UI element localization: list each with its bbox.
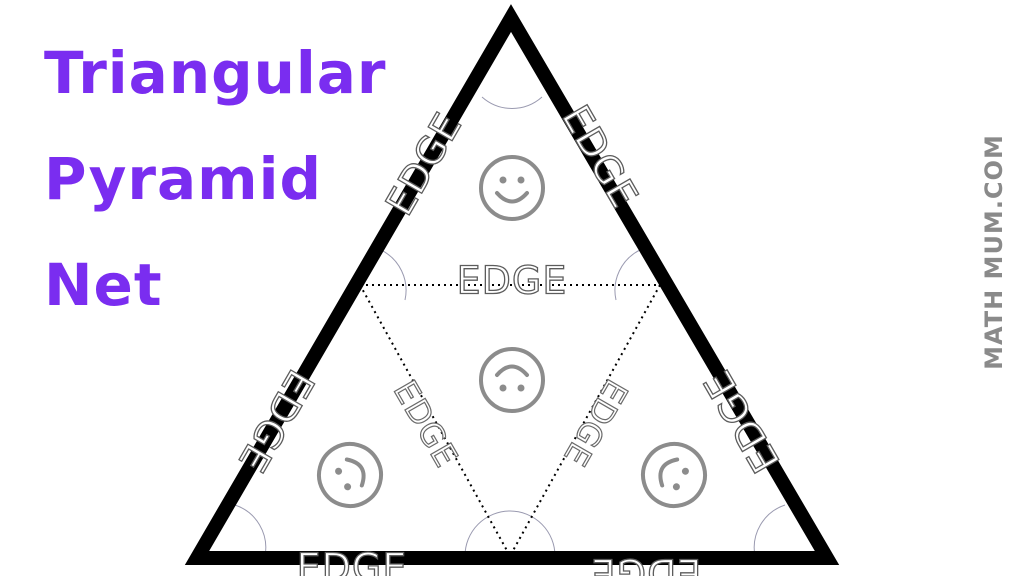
smiley-face-icon: [641, 442, 707, 508]
smiley-face-icon: [479, 347, 545, 413]
fold-lines: [359, 284, 661, 557]
edge-label-bottom-right: EDGE: [591, 551, 702, 576]
angle-arc-mid-left: [380, 249, 407, 301]
angle-arc-bottom-mid: [464, 510, 556, 557]
smiley-face-icon: [479, 155, 545, 221]
edge-label-right-outer-lower: EDGE: [695, 362, 788, 480]
edge-label-right-outer-upper: EDGE: [553, 98, 646, 216]
edge-label-bottom-left: EDGE: [297, 546, 408, 576]
edge-label-left-outer-upper: EDGE: [377, 105, 470, 223]
title-line-1: Triangular: [44, 39, 387, 107]
title-line-3: Net: [44, 251, 163, 319]
angle-arc-bottom-right: [753, 504, 786, 557]
edge-label-middle: EDGE: [457, 259, 568, 303]
title-line-2: Pyramid: [44, 145, 322, 213]
angle-arc-top: [481, 96, 543, 109]
outer-triangle: [184, 4, 840, 565]
edge-label-inner-left: EDGE: [386, 374, 466, 474]
fold-line-left: [359, 284, 511, 557]
angle-arc-mid-right: [614, 249, 641, 301]
edge-label-inner-right: EDGE: [556, 373, 636, 473]
fold-line-right: [509, 284, 661, 557]
angle-arcs: [234, 96, 786, 557]
edge-label-left-outer-lower: EDGE: [229, 362, 322, 480]
angle-arc-bottom-left: [234, 504, 267, 557]
smiley-face-icon: [317, 442, 383, 508]
